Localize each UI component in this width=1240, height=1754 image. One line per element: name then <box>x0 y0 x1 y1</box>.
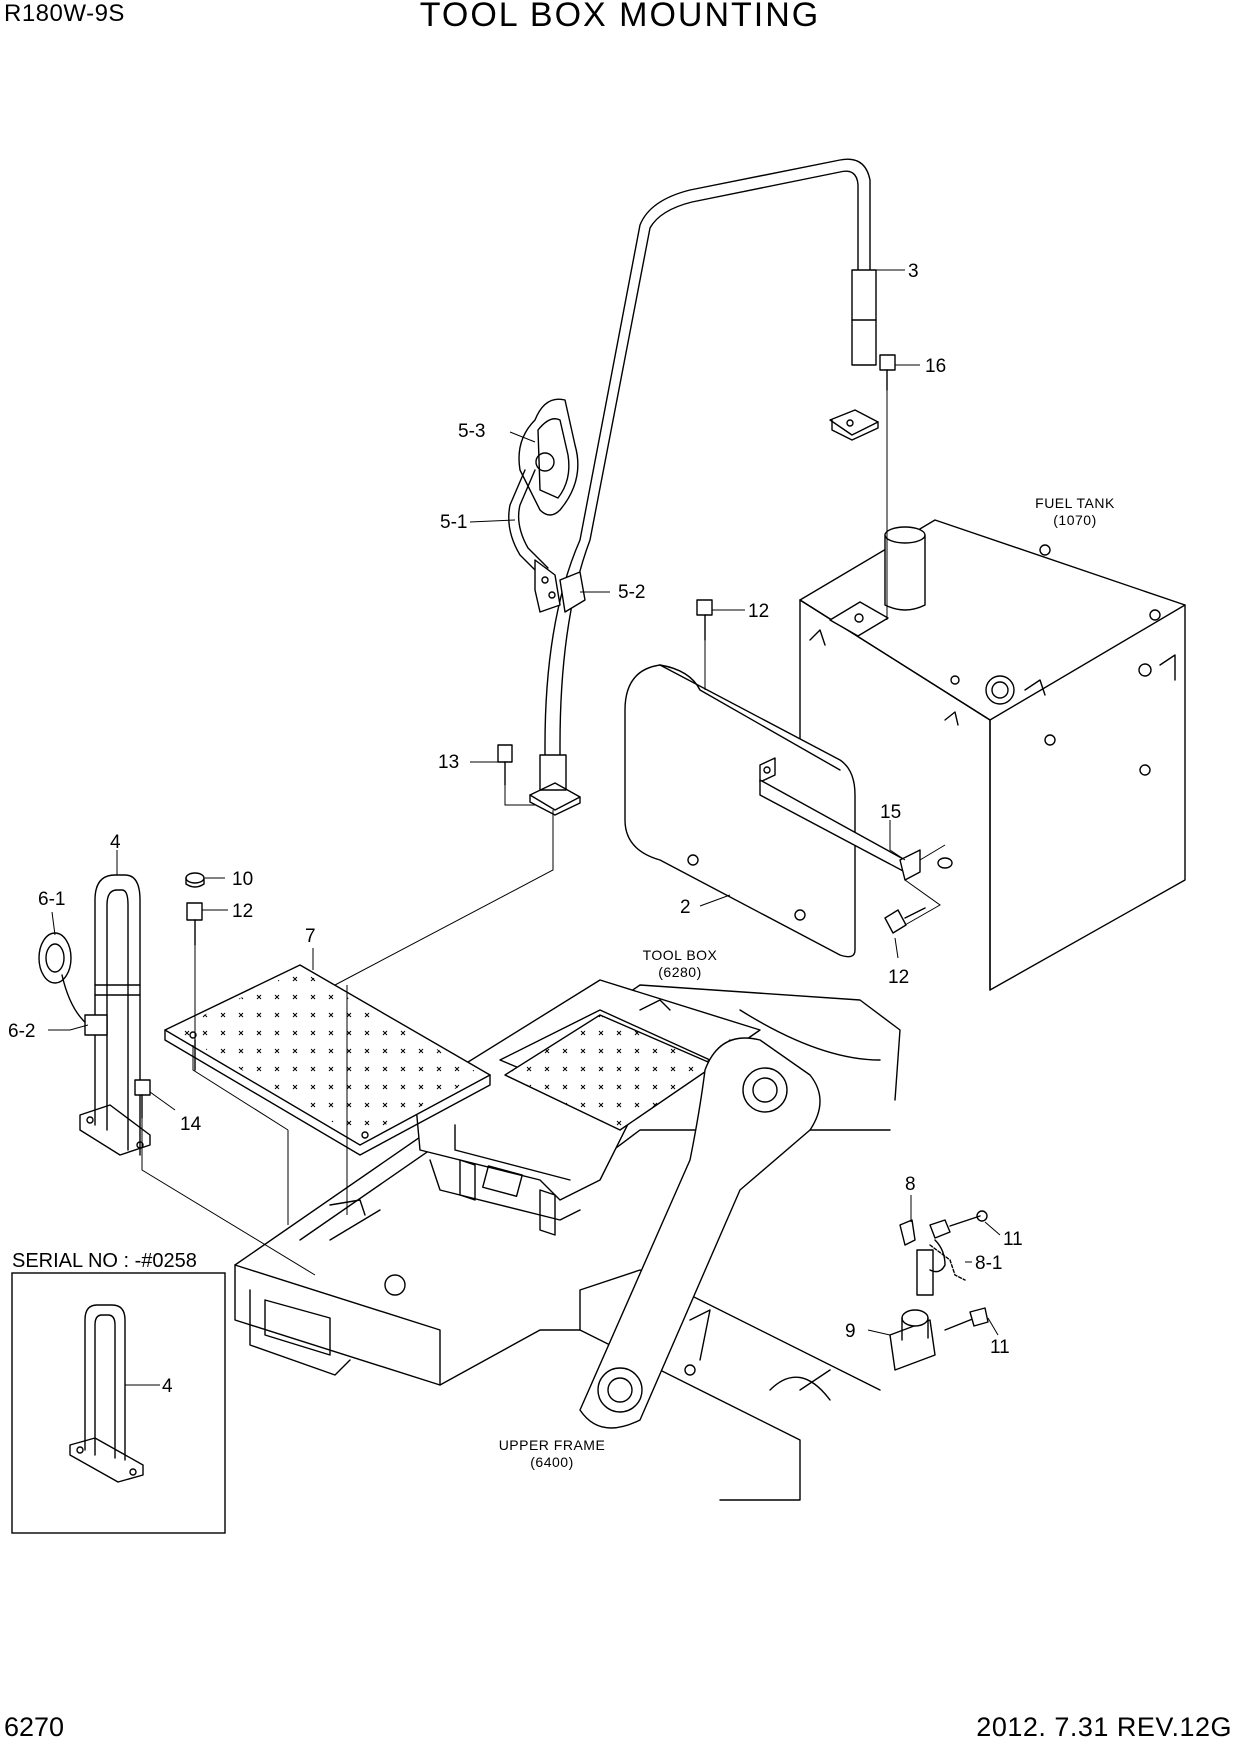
svg-text:(1070): (1070) <box>1053 512 1096 528</box>
svg-text:UPPER FRAME: UPPER FRAME <box>499 1437 606 1453</box>
svg-text:(6400): (6400) <box>530 1454 573 1470</box>
bolt-12-right <box>884 907 926 934</box>
grab-rail <box>38 874 151 1156</box>
nut-10 <box>185 872 205 888</box>
svg-text:FUEL TANK: FUEL TANK <box>1035 495 1115 511</box>
tool-box-cover <box>624 664 953 958</box>
callout-5-3: 5-3 <box>458 421 485 442</box>
fuel-tank <box>799 519 1186 991</box>
bracket-9 <box>889 1309 936 1371</box>
svg-text:(6280): (6280) <box>658 964 701 980</box>
serial-inset: SERIAL NO : -#0258 4 <box>11 1250 226 1534</box>
svg-text:TOOL BOX: TOOL BOX <box>643 947 718 963</box>
callout-labels: 3 16 5-3 5-1 5-2 12 13 15 4 6-1 6-2 10 1… <box>8 261 1023 1358</box>
bolt-13 <box>497 744 513 786</box>
step-plate <box>164 964 491 1156</box>
callout-13: 13 <box>438 752 459 773</box>
callout-14: 14 <box>180 1114 202 1135</box>
inset-callout-4: 4 <box>162 1376 173 1397</box>
bolt-11-top <box>929 1210 988 1239</box>
pin-8 <box>899 1219 946 1296</box>
revision-date: 2012. 7.31 REV.12G <box>976 1712 1232 1742</box>
page-title: TOOL BOX MOUNTING <box>419 0 821 34</box>
upper-frame-label: UPPER FRAME (6400) <box>499 1437 606 1470</box>
callout-3: 3 <box>908 261 919 282</box>
model-number: R180W-9S <box>4 0 125 27</box>
chain-8-1 <box>929 1244 966 1281</box>
callout-12-right: 12 <box>888 967 909 988</box>
page-number: 6270 <box>4 1712 65 1742</box>
callout-9: 9 <box>845 1321 856 1342</box>
callout-11-bottom: 11 <box>990 1337 1010 1358</box>
callout-16: 16 <box>925 356 946 377</box>
callout-15: 15 <box>880 802 901 823</box>
callout-8: 8 <box>905 1174 916 1195</box>
tool-box-label: TOOL BOX (6280) <box>643 947 718 980</box>
callout-7: 7 <box>305 926 316 947</box>
bolt-11-bottom <box>944 1307 989 1331</box>
callout-5-2: 5-2 <box>618 582 645 603</box>
bolt-16 <box>879 354 896 391</box>
bolt-12-top <box>696 599 713 641</box>
callout-leaders <box>48 269 1001 1336</box>
callout-5-1: 5-1 <box>440 512 467 533</box>
fuel-tank-label: FUEL TANK (1070) <box>1035 495 1115 528</box>
callout-8-1: 8-1 <box>975 1253 1002 1274</box>
callout-12-top: 12 <box>748 601 769 622</box>
callout-4: 4 <box>110 832 121 853</box>
callout-11-top: 11 <box>1003 1229 1023 1250</box>
assembly-lines <box>141 390 946 1276</box>
boom <box>579 1037 821 1429</box>
serial-label: SERIAL NO : -#0258 <box>12 1250 197 1272</box>
callout-2: 2 <box>680 897 691 918</box>
bolt-12-left <box>186 902 203 946</box>
inset-grab-rail <box>69 1304 160 1483</box>
callout-6-1: 6-1 <box>38 889 65 910</box>
handrail <box>529 158 879 816</box>
callout-12-left: 12 <box>232 901 253 922</box>
mirror-assembly <box>508 398 586 613</box>
callout-6-2: 6-2 <box>8 1021 35 1042</box>
callout-10: 10 <box>232 869 253 890</box>
bolt-14 <box>134 1079 151 1119</box>
